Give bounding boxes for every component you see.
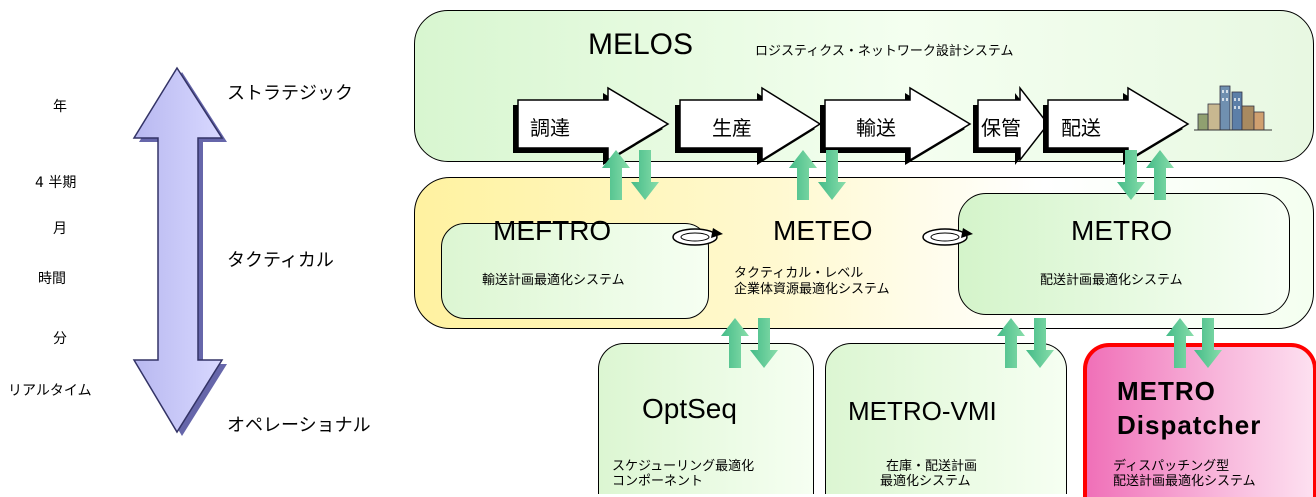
- meteo-subtitle-line1: タクティカル・レベル: [734, 266, 864, 281]
- time-label-year: 年: [53, 99, 67, 115]
- time-label-hour: 時間: [38, 271, 66, 287]
- time-label-quarter: 4 半期: [35, 175, 77, 191]
- step-storage: 保管: [981, 116, 1021, 140]
- step-delivery: 配送: [1061, 116, 1101, 140]
- metro-box: [958, 193, 1290, 315]
- dispatcher-subtitle-line1: ディスパッチング型: [1113, 459, 1230, 474]
- meftro-title: MEFTRO: [493, 215, 612, 246]
- step-storage-shape: [973, 85, 1049, 165]
- dispatcher-title-line2: Dispatcher: [1117, 410, 1262, 440]
- cycle-arrow-icon-2: [922, 228, 973, 246]
- process-flow: [513, 85, 1190, 165]
- dispatcher-box: [1083, 343, 1316, 497]
- step-transport-shape: [820, 86, 972, 165]
- timescale-double-arrow: [132, 66, 227, 436]
- meftro-subtitle: 輸送計画最適化システム: [482, 273, 625, 288]
- time-label-month: 月: [53, 221, 67, 237]
- level-strategic: ストラテジック: [227, 83, 353, 104]
- step-procure: 調達: [530, 116, 570, 140]
- meteo-title: METEO: [773, 215, 873, 246]
- step-produce: 生産: [712, 116, 752, 140]
- step-produce-shape: [675, 86, 822, 165]
- buildings-icon: [1194, 85, 1272, 131]
- optseq-title: OptSeq: [642, 393, 737, 424]
- step-delivery-shape: [1043, 86, 1190, 165]
- metro-title: METRO: [1071, 215, 1173, 246]
- metro-vmi-title: METRO-VMI: [848, 396, 997, 426]
- level-tactical: タクティカル: [227, 250, 334, 271]
- step-procure-shape: [513, 86, 670, 165]
- time-label-realtime: リアルタイム: [8, 383, 92, 399]
- meteo-subtitle-line2: 企業体資源最適化システム: [734, 282, 890, 297]
- dispatcher-title-line1: METRO: [1117, 376, 1216, 406]
- level-operational: オペレーショナル: [227, 415, 371, 436]
- melos-title: MELOS: [588, 28, 694, 61]
- meftro-box: [441, 223, 709, 319]
- melos-subtitle: ロジスティクス・ネットワーク設計システム: [755, 44, 1014, 59]
- time-label-minute: 分: [53, 331, 67, 347]
- dispatcher-subtitle-line2: 配送計画最適化システム: [1113, 474, 1256, 489]
- optseq-box: [598, 343, 814, 494]
- cycle-arrow-icon-1: [672, 228, 723, 246]
- metro-vmi-subtitle-line2: 最適化システム: [880, 474, 971, 489]
- metro-vmi-subtitle-line1: 在庫・配送計画: [886, 459, 978, 474]
- optseq-subtitle-line1: スケジューリング最適化: [612, 459, 755, 474]
- optseq-subtitle-line2: コンポーネント: [612, 474, 704, 489]
- metro-vmi-box: [825, 343, 1067, 494]
- metro-subtitle: 配送計画最適化システム: [1040, 273, 1183, 288]
- step-transport: 輸送: [856, 116, 896, 140]
